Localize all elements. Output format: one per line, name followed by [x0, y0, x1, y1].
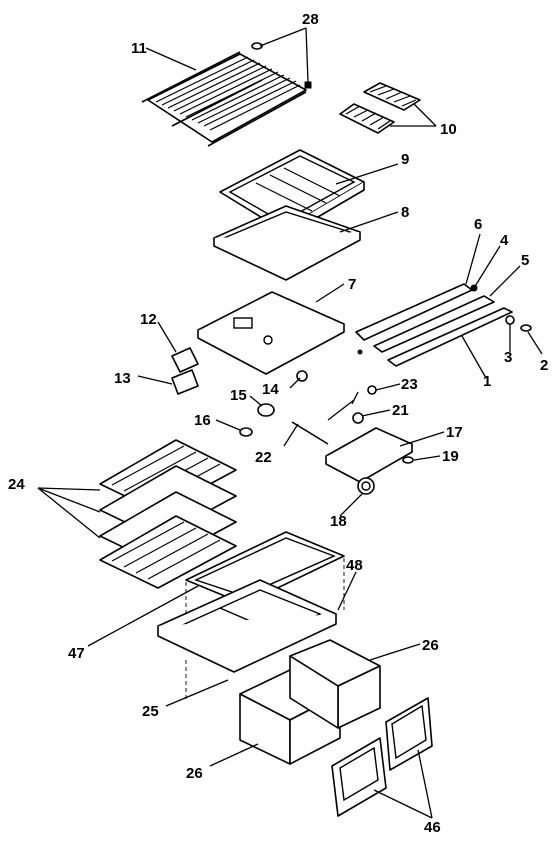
callout-17: 17 — [446, 424, 463, 441]
callout-11: 11 — [131, 40, 147, 57]
callout-10: 10 — [440, 121, 457, 138]
callout-21: 21 — [392, 402, 409, 419]
callout-24: 24 — [8, 476, 25, 493]
rail-5 — [373, 295, 495, 353]
callout-9: 9 — [401, 151, 409, 168]
callout-3: 3 — [504, 349, 512, 366]
callout-23: 23 — [401, 376, 418, 393]
callout-2: 2 — [540, 357, 548, 374]
drawer-fronts-46 — [331, 697, 433, 817]
callout-25: 25 — [142, 703, 159, 720]
callout-46: 46 — [424, 819, 441, 836]
shelf-frame-8 — [213, 205, 361, 281]
crisper-drawer-26-right — [289, 639, 381, 729]
callout-5: 5 — [521, 252, 529, 269]
rod-22 — [291, 421, 329, 445]
callout-labels: 11 28 10 9 8 7 6 4 5 1 3 2 12 13 14 15 1… — [8, 11, 548, 836]
callout-16: 16 — [194, 412, 211, 429]
screw-19 — [402, 456, 414, 464]
callout-14: 14 — [262, 381, 279, 398]
fasteners-21-23 — [352, 385, 377, 424]
callout-12: 12 — [140, 311, 157, 328]
crisper-frame-48 — [157, 579, 337, 700]
light-housing-12-13 — [171, 347, 199, 395]
callout-47: 47 — [68, 645, 85, 662]
callout-8: 8 — [401, 204, 409, 221]
callout-26-right: 26 — [422, 637, 439, 654]
callout-4: 4 — [500, 232, 509, 249]
callout-19: 19 — [442, 448, 459, 465]
wire-shelf-top — [141, 51, 307, 147]
callout-26-left: 26 — [186, 765, 203, 782]
callout-48: 48 — [346, 557, 363, 574]
callout-18: 18 — [330, 513, 347, 530]
control-box-17 — [325, 427, 413, 483]
callout-15: 15 — [230, 387, 247, 404]
shelves-24 — [99, 439, 237, 589]
callout-28: 28 — [302, 11, 319, 28]
shelf-insert-10 — [339, 82, 421, 134]
leader-lines — [37, 27, 543, 819]
callout-1: 1 — [483, 373, 491, 390]
callout-6: 6 — [474, 216, 482, 233]
callout-22: 22 — [255, 449, 272, 466]
knob-18 — [357, 477, 375, 495]
rail-1 — [387, 307, 513, 367]
shelf-pin-28 — [251, 42, 312, 89]
bulb-15-16 — [239, 403, 275, 437]
cover-7 — [197, 291, 345, 375]
callout-13: 13 — [114, 370, 131, 387]
callout-7: 7 — [348, 276, 356, 293]
